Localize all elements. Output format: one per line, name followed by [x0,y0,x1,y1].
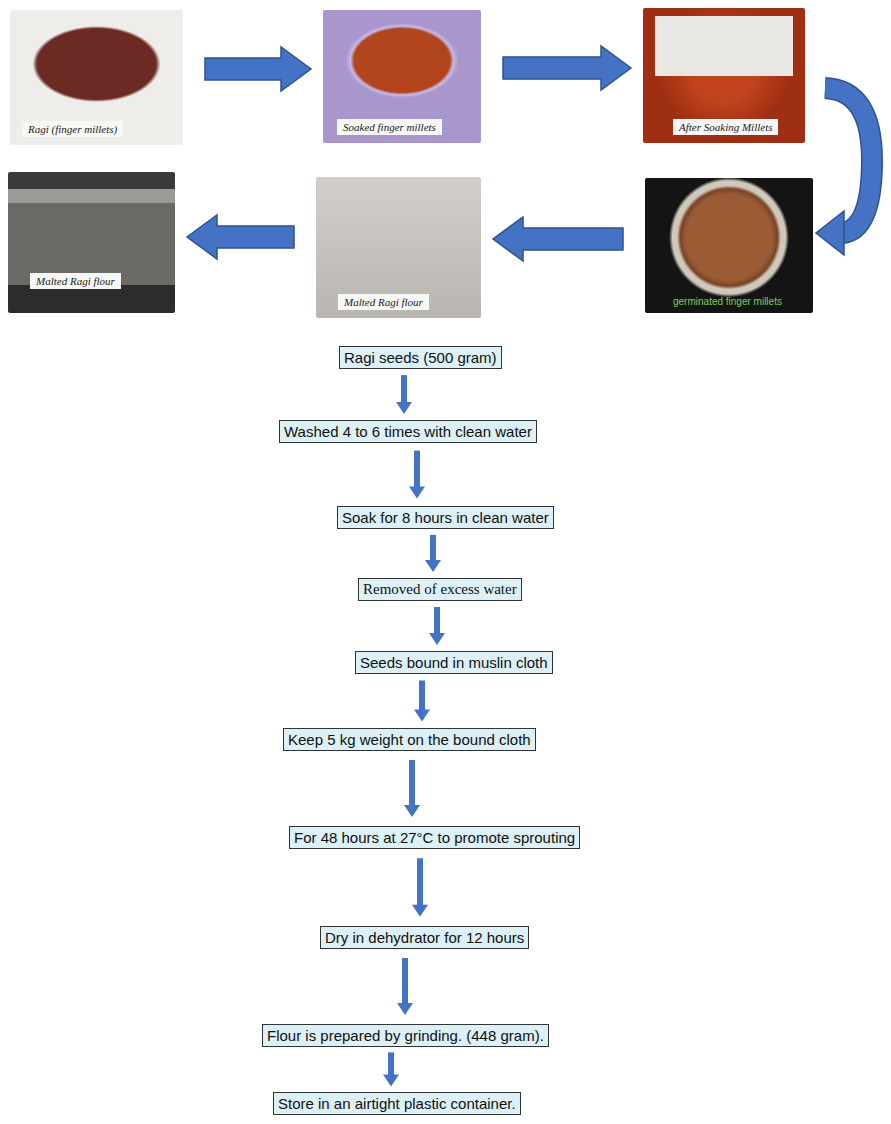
step-text: Seeds bound in muslin cloth [360,654,548,671]
flow-arrow-head [404,805,420,817]
process-photo: Soaked finger millets [323,10,481,143]
curved-arrow [825,88,872,233]
flow-arrow [401,375,407,403]
flow-arrow [409,760,415,806]
curved-arrow [825,88,872,233]
step-text: For 48 hours at 27°C to promote sproutin… [294,829,575,846]
process-box: Store in an airtight plastic container. [273,1092,521,1115]
process-photo: Malted Ragi flour [316,177,481,318]
flow-arrow-head [396,402,412,414]
step-text: Store in an airtight plastic container. [278,1095,516,1112]
photo-label: Malted Ragi flour [30,273,121,289]
flow-arrow-head [397,1003,413,1015]
photo-label: Ragi (finger millets) [22,121,123,137]
step-text: Dry in dehydrator for 12 hours [325,929,524,946]
step-text: Washed 4 to 6 times with clean water [284,423,532,440]
flow-arrow-head [409,486,425,498]
process-photo: Malted Ragi flour [8,172,175,313]
process-box: For 48 hours at 27°C to promote sproutin… [289,826,580,849]
step-text: Ragi seeds (500 gram) [344,349,497,366]
flow-arrow [402,958,408,1004]
block-arrow [187,215,294,259]
process-box: Keep 5 kg weight on the bound cloth [283,728,536,751]
curved-arrow-head [816,211,844,255]
step-text: Keep 5 kg weight on the bound cloth [288,731,531,748]
process-box: Flour is prepared by grinding. (448 gram… [262,1024,549,1047]
process-box: Removed of excess water [358,578,522,601]
process-box: Ragi seeds (500 gram) [339,346,502,369]
flow-arrow [430,535,436,561]
process-box: Dry in dehydrator for 12 hours [320,926,529,949]
flow-arrow-head [412,905,428,917]
flow-arrow-head [383,1075,399,1087]
photo-label: Malted Ragi flour [338,294,429,310]
process-box: Seeds bound in muslin cloth [355,651,553,674]
step-text: Soak for 8 hours in clean water [342,509,549,526]
process-box: Washed 4 to 6 times with clean water [279,420,537,443]
flow-arrow [414,451,420,488]
flow-arrow [388,1052,394,1075]
flow-arrow-head [414,710,430,722]
block-arrow [493,217,623,261]
flow-arrow-head [429,633,445,645]
flow-arrow [434,607,440,634]
step-text: Flour is prepared by grinding. (448 gram… [267,1027,544,1044]
block-arrow [205,47,311,91]
photo-label: After Soaking Millets [673,119,778,135]
flow-arrow [417,858,423,906]
flow-arrow [419,680,425,710]
process-box: Soak for 8 hours in clean water [337,506,554,529]
photo-label: Soaked finger millets [337,119,442,135]
step-text: Removed of excess water [363,581,517,597]
process-photo: After Soaking Millets [643,8,805,143]
photo-label: germinated finger millets [667,294,788,309]
block-arrow [503,46,631,90]
flow-arrow-head [425,560,441,572]
process-photo: germinated finger millets [645,178,813,313]
process-photo: Ragi (finger millets) [10,10,183,145]
